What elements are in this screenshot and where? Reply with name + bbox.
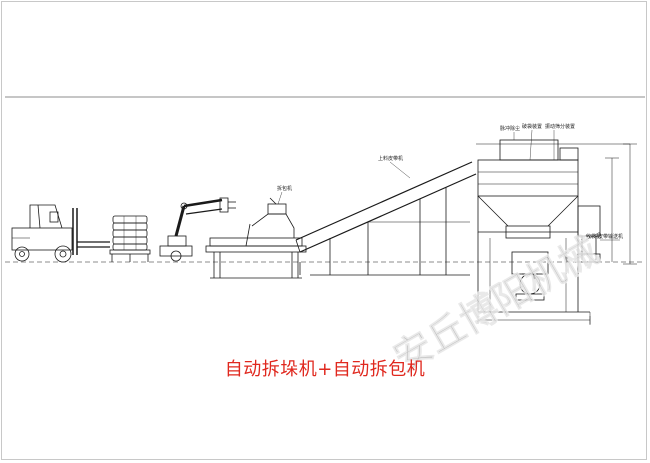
label-dust-remover: 脉冲除尘 <box>500 125 520 132</box>
robot-arm <box>159 197 236 262</box>
bag-stack <box>109 215 151 262</box>
label-unpacker: 拆包机 <box>277 185 292 192</box>
diagram-caption: 自动拆垛机+自动拆包机 <box>224 359 426 380</box>
unpacker-platform <box>205 197 307 279</box>
leader-lines <box>277 129 620 241</box>
dimension-lines <box>476 143 637 325</box>
inclined-conveyor <box>295 161 477 276</box>
forklift-icon <box>11 204 110 263</box>
label-discharge-conveyor: 皮带输送机 <box>598 233 623 240</box>
label-bag-crusher: 破袋装置 <box>522 123 542 130</box>
label-screen: 振动筛分装置 <box>545 123 575 130</box>
label-upper-conveyor: 上料皮带机 <box>378 155 403 162</box>
bag-breaker-station <box>477 139 601 313</box>
label-bag-collector: 收袋机 <box>586 233 601 240</box>
